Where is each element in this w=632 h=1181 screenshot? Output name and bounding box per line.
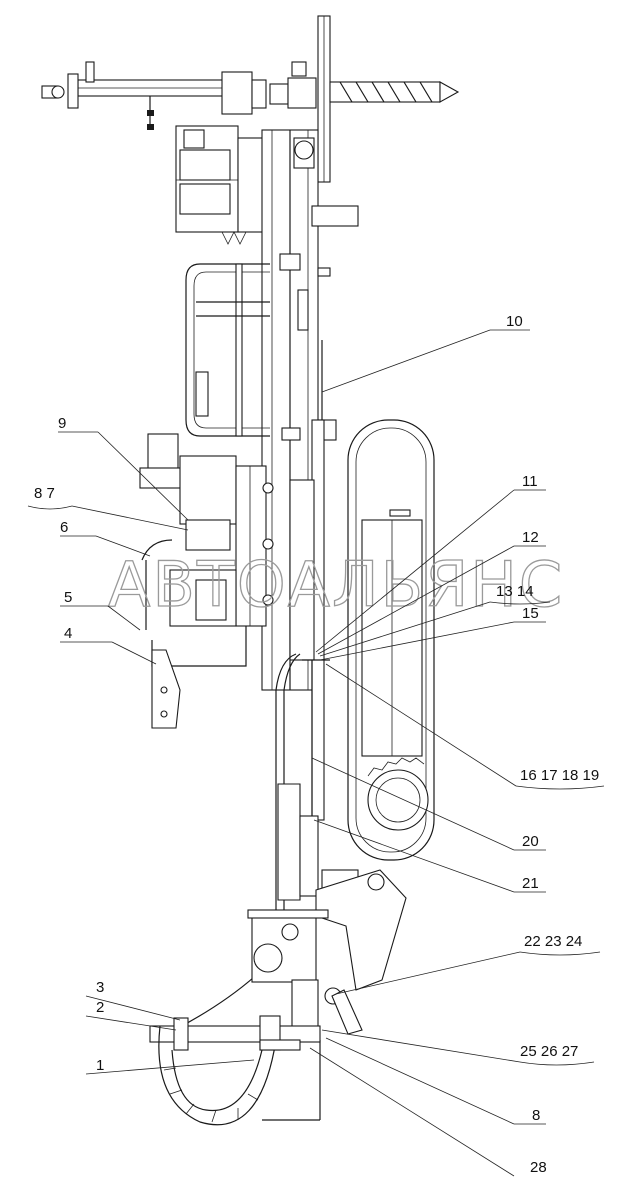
callout-22-23-24: 22 23 24 [524, 933, 582, 950]
callout-25-26-27: 25 26 27 [520, 1043, 578, 1060]
callout-9: 9 [58, 415, 66, 432]
callout-6: 6 [60, 519, 68, 536]
callout-11: 11 [522, 473, 538, 490]
lower-frame [247, 783, 407, 1121]
leader-lines [27, 329, 605, 1177]
callout-28: 28 [530, 1159, 547, 1176]
callout-labels: 1 2 3 4 5 6 8 7 9 10 11 12 13 14 15 16 1… [34, 313, 599, 1176]
callout-20: 20 [522, 833, 539, 850]
top-auger-assembly [41, 15, 460, 183]
callout-8-lower: 8 [532, 1107, 540, 1124]
callout-2: 2 [96, 999, 104, 1016]
bracket-part [151, 649, 181, 729]
callout-13-14: 13 14 [496, 583, 534, 600]
track-loop [347, 419, 435, 861]
callout-1: 1 [96, 1057, 104, 1074]
callout-8-7: 8 7 [34, 485, 55, 502]
callout-4: 4 [64, 625, 72, 642]
callout-3: 3 [96, 979, 104, 996]
callout-16-17-18-19: 16 17 18 19 [520, 767, 599, 784]
watermark-text: АВТОАЛЬЯНС [108, 548, 564, 621]
lower-chain [149, 989, 363, 1126]
callout-10: 10 [506, 313, 523, 330]
callout-21: 21 [522, 875, 539, 892]
callout-5: 5 [64, 589, 72, 606]
gearbox-block [175, 125, 267, 245]
callout-15: 15 [522, 605, 539, 622]
side-motor [139, 433, 274, 667]
callout-12: 12 [522, 529, 539, 546]
